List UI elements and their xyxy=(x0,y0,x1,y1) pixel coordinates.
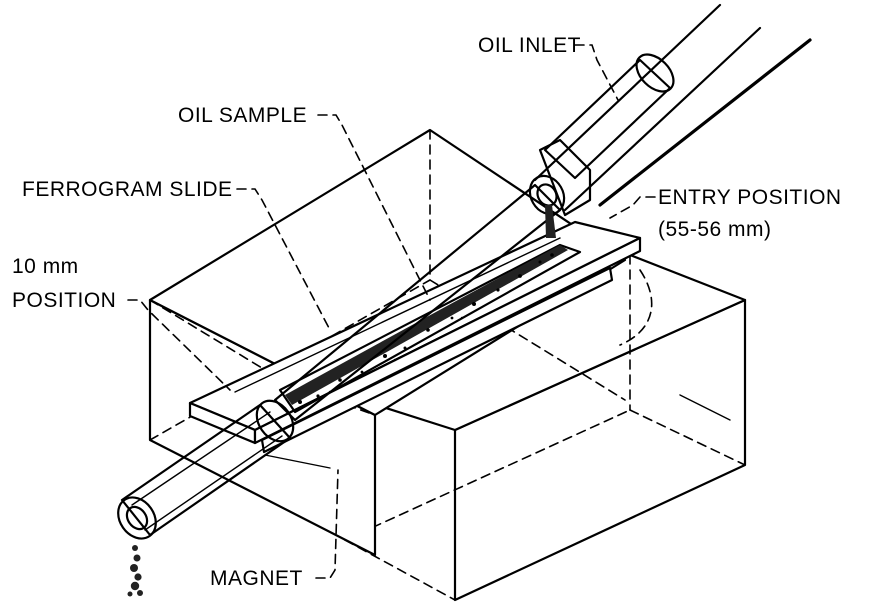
labels: OIL INLET OIL SAMPLE FERROGRAM SLIDE ENT… xyxy=(12,34,842,590)
label-10mm: 10 mm xyxy=(12,255,79,278)
label-entry-position-range: (55-56 mm) xyxy=(658,218,772,241)
label-entry-position: ENTRY POSITION xyxy=(658,186,842,209)
outlet-tube xyxy=(117,399,295,597)
label-oil-sample: OIL SAMPLE xyxy=(178,104,307,127)
label-oil-inlet: OIL INLET xyxy=(478,34,581,57)
inlet-tube xyxy=(273,3,812,422)
label-10mm-position: POSITION xyxy=(12,289,116,312)
oil-sample-streak xyxy=(278,243,582,414)
leader-lines xyxy=(127,44,656,579)
label-magnet: MAGNET xyxy=(210,567,303,590)
label-ferrogram-slide: FERROGRAM SLIDE xyxy=(22,178,233,201)
